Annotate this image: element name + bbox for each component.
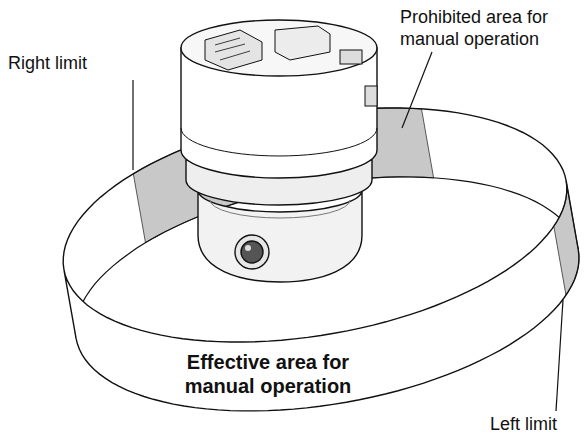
part-label: Prohibited area for manual operation xyxy=(400,6,580,50)
side-port xyxy=(365,86,377,106)
body-seam xyxy=(181,128,377,156)
prohibited-area xyxy=(554,181,579,296)
connector-block xyxy=(275,26,330,60)
part-label: Right limit xyxy=(8,52,148,74)
area-label: Effective area for manual operation xyxy=(153,350,383,398)
leader-line xyxy=(556,300,563,411)
leader-line xyxy=(402,52,432,128)
lens-glint xyxy=(245,245,251,251)
ring-edge xyxy=(64,181,579,411)
leader-line xyxy=(132,80,133,170)
ring-front-face xyxy=(64,181,579,411)
camera-top xyxy=(181,20,377,76)
terminal xyxy=(340,50,362,64)
lens-glass xyxy=(241,241,263,263)
board-detail xyxy=(215,38,250,60)
camera-lens xyxy=(235,235,269,269)
part-label: Left limit xyxy=(490,413,585,435)
circuit-board xyxy=(205,30,262,70)
